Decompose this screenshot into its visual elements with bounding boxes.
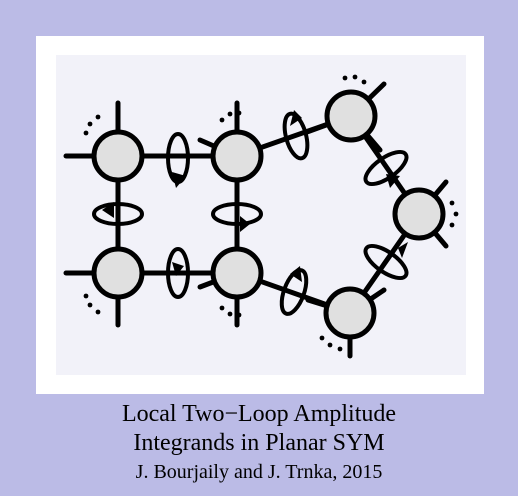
arrow-head	[290, 266, 302, 282]
caption-title-line1: Local Two−Loop Amplitude	[121, 401, 397, 427]
arrow-head	[386, 174, 400, 188]
ellipsis-dots	[342, 74, 367, 85]
momentum-arrow	[92, 202, 144, 226]
vertex	[210, 129, 264, 183]
ellipsis-dots	[219, 110, 242, 123]
vertex	[324, 89, 378, 143]
arrow-head	[102, 202, 114, 218]
momentum-arrow	[282, 111, 310, 161]
ellipsis-dots	[83, 114, 101, 136]
vertex	[323, 286, 377, 340]
arrow-head	[398, 242, 408, 258]
vertex	[91, 246, 145, 300]
momentum-arrow	[211, 202, 263, 226]
ellipsis-dots	[83, 293, 101, 315]
caption-byline: J. Bourjaily and J. Trnka, 2015	[135, 461, 383, 483]
momentum-arrow	[166, 247, 190, 299]
ellipsis-dots	[319, 335, 343, 352]
vertex	[392, 187, 446, 241]
ellipsis-dots	[219, 305, 242, 318]
vertex	[91, 129, 145, 183]
ellipsis-dots	[449, 200, 459, 228]
vertex	[210, 246, 264, 300]
momentum-arrow	[279, 268, 309, 316]
arrow-head	[172, 172, 186, 188]
arrow-head	[290, 110, 302, 126]
caption-title-line2: Integrands in Planar SYM	[133, 430, 385, 456]
arrow-head	[240, 216, 250, 232]
arrow-head	[172, 262, 184, 276]
momentum-arrow	[363, 243, 409, 281]
